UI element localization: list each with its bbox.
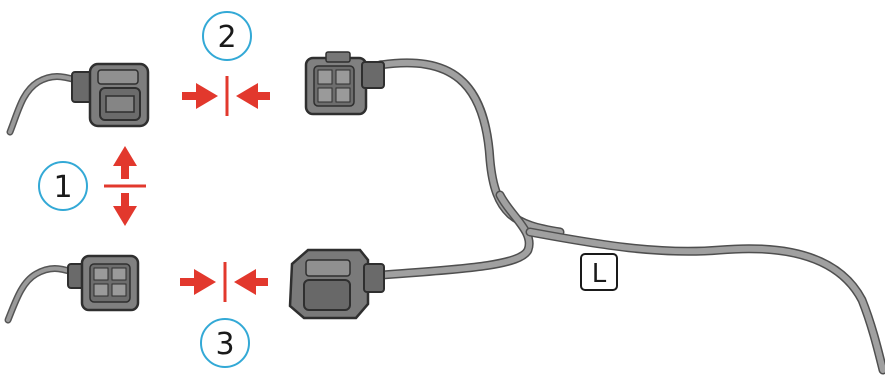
harness-tag-label: L: [592, 259, 607, 289]
step-circle-3: 3: [200, 318, 250, 368]
connector-bottom-left: [67, 254, 140, 312]
connector-bottom-right: [288, 248, 385, 320]
connector-top-right: [304, 51, 385, 116]
cables: [4, 58, 885, 375]
connector-top-left: [71, 62, 150, 128]
step-number-3: 3: [215, 327, 234, 362]
harness-tag: L: [580, 253, 618, 291]
step-number-1: 1: [53, 170, 72, 205]
separate-arrows-icon: [104, 146, 146, 226]
step-circle-2: 2: [202, 11, 252, 61]
step-number-2: 2: [217, 20, 236, 55]
join-arrows-icon-top: [182, 76, 270, 116]
step-circle-1: 1: [38, 161, 88, 211]
join-arrows-icon-bottom: [180, 262, 268, 302]
